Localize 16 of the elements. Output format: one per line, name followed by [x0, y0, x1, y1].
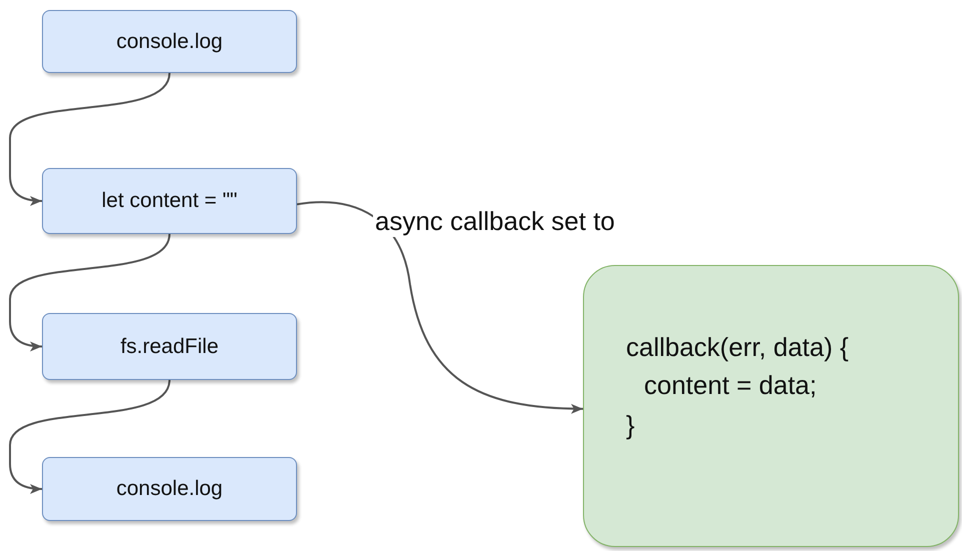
arrow: [296, 201, 584, 414]
callback-box: [583, 265, 959, 547]
code-line: callback(err, data) {: [626, 332, 849, 363]
arrow: [9, 72, 170, 206]
process-box: [42, 168, 297, 234]
node-label: console.log: [116, 30, 223, 54]
node-label: fs.readFile: [120, 334, 219, 358]
code-line: }: [626, 410, 635, 441]
node-label: let content = "": [102, 189, 238, 213]
process-box: [42, 313, 297, 380]
arrow: [9, 380, 170, 494]
node-label: console.log: [116, 477, 223, 501]
code-line: content = data;: [644, 370, 817, 401]
process-box: [42, 457, 297, 521]
process-box: [42, 10, 297, 73]
arrow: [9, 234, 170, 352]
